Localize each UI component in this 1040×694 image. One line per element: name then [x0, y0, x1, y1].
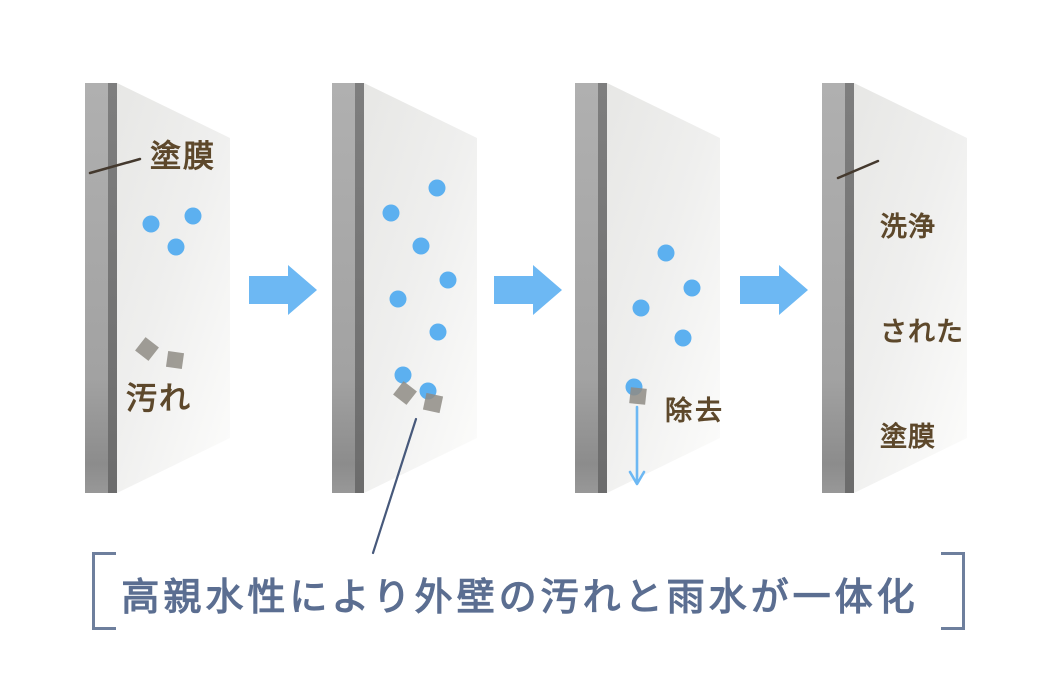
bracket-left [92, 552, 116, 630]
wall-edge-dark [598, 83, 607, 493]
water-drop [184, 207, 202, 225]
removal-label: 除去 [665, 396, 725, 426]
leader-line [371, 417, 418, 555]
wall-edge-dark [355, 83, 364, 493]
wall-edge [822, 83, 845, 493]
wall-edge-dark [108, 83, 117, 493]
water-drop [674, 329, 692, 347]
wall-panel [85, 83, 230, 493]
water-drop [429, 323, 447, 341]
dirt-label: 汚れ [126, 381, 192, 416]
dirt-particle [422, 392, 444, 414]
wall-face [607, 83, 720, 493]
wall-panel [575, 83, 720, 493]
arrow-right-icon [249, 265, 317, 315]
stage-rainwater-mixes-with-dirt [332, 83, 477, 493]
pointer-line [88, 157, 142, 175]
wall-face [854, 83, 967, 493]
dirt-particle [393, 381, 417, 405]
bracket-right [941, 552, 965, 630]
water-drop [167, 238, 185, 256]
water-drop [428, 179, 446, 197]
caption-text: 高親水性により外壁の汚れと雨水が一体化 [121, 577, 919, 619]
wall-edge [575, 83, 598, 493]
clean-coating-label-line1: 洗浄 [880, 212, 936, 242]
clean-coating-label-line3: 塗膜 [880, 422, 936, 452]
water-drop [142, 215, 160, 233]
wall-edge [332, 83, 355, 493]
water-drop [382, 204, 400, 222]
wall-panel [822, 83, 967, 493]
water-drop [394, 366, 412, 384]
water-drop [657, 244, 675, 262]
dirt-particle [135, 337, 159, 361]
wall-face [117, 83, 230, 493]
stage-dirt-removal [575, 83, 720, 493]
clean-coating-label-line2: された [880, 317, 964, 347]
wall-edge-dark [845, 83, 854, 493]
wall-panel [332, 83, 477, 493]
water-drop [439, 271, 457, 289]
wall-edge [85, 83, 108, 493]
pointer-line [836, 159, 880, 180]
coating-label: 塗膜 [150, 139, 216, 174]
stage-clean-coating [822, 83, 967, 493]
water-drop [683, 279, 701, 297]
wall-face [364, 83, 477, 493]
arrow-right-icon [740, 265, 808, 315]
water-drop [389, 290, 407, 308]
water-drop [632, 299, 650, 317]
arrow-down-icon [628, 405, 646, 486]
dirt-particle [165, 350, 185, 370]
arrow-right-icon [494, 265, 562, 315]
water-drop [412, 237, 430, 255]
clean-coating-label: 洗浄 された 塗膜 [880, 140, 964, 525]
dirt-particle [629, 387, 647, 405]
stage-dirt-on-coating [85, 83, 230, 493]
